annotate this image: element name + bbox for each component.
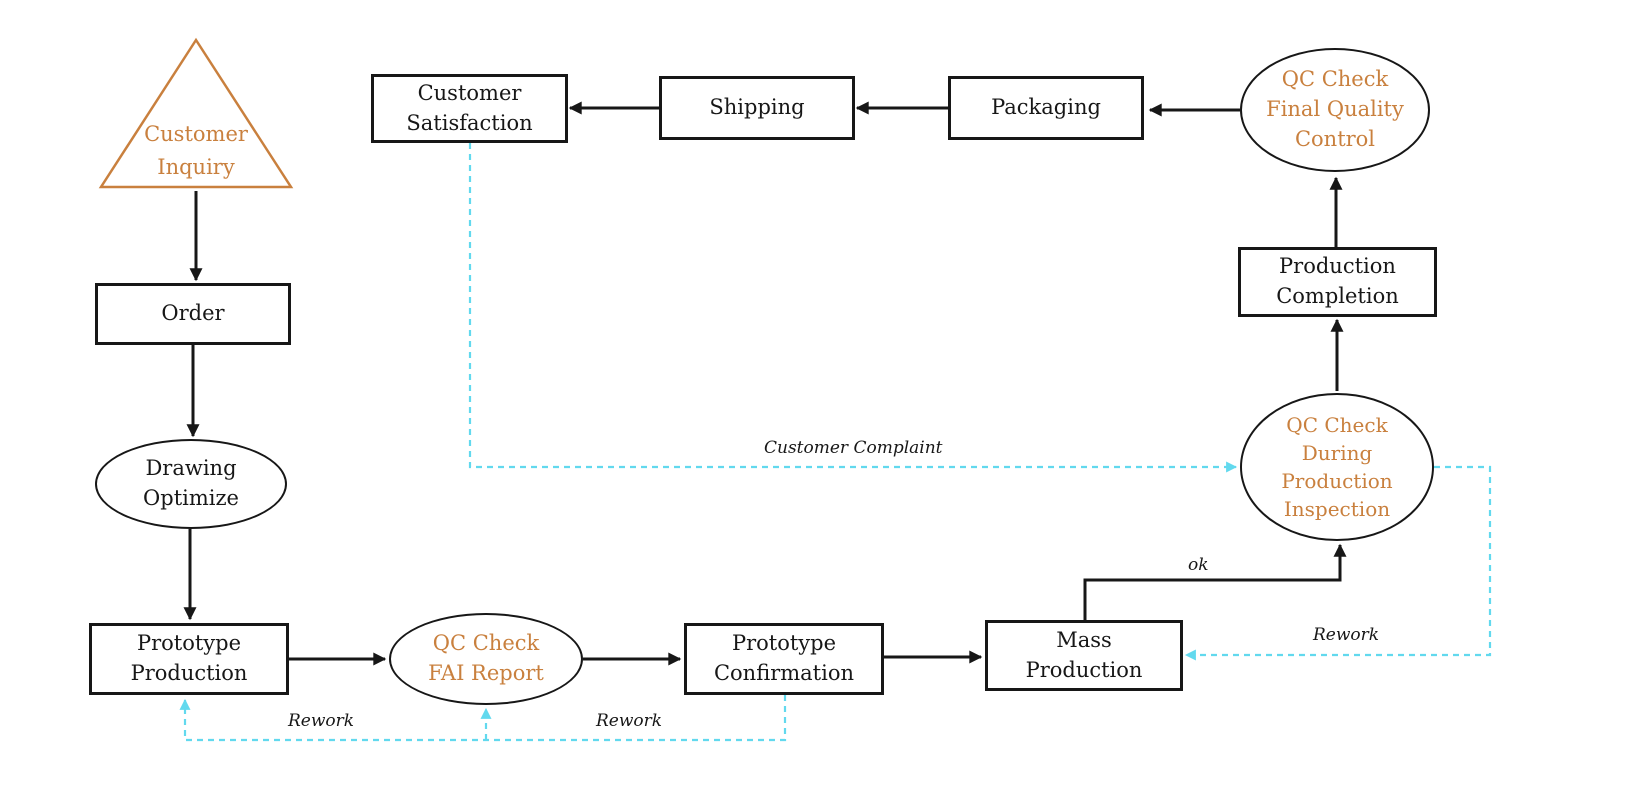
edge-label-customer-complaint: Customer Complaint (764, 438, 943, 458)
node-prototype-production-label: Prototype Production (130, 631, 248, 685)
node-order-label: Order (161, 301, 225, 326)
edge-label-ok: ok (1188, 555, 1209, 575)
node-packaging: Packaging (948, 76, 1144, 140)
node-qc-check-fai-report-label: QC Check FAI Report (428, 631, 544, 685)
edge-label-rework-prototype-production: Rework (288, 711, 355, 731)
node-mass-production: Mass Production (985, 620, 1183, 691)
node-qc-check-during-production-inspection-label: QC Check During Production Inspection (1281, 413, 1393, 521)
node-drawing-optimize: Drawing Optimize (95, 439, 287, 529)
node-qc-check-final-quality-control: QC Check Final Quality Control (1240, 48, 1430, 172)
node-qc-check-fai-report: QC Check FAI Report (389, 613, 583, 705)
node-drawing-optimize-label: Drawing Optimize (143, 456, 239, 510)
node-prototype-confirmation: Prototype Confirmation (684, 623, 884, 695)
node-prototype-production: Prototype Production (89, 623, 289, 695)
customer-inquiry-triangle (98, 37, 294, 189)
node-qc-check-during-production-inspection: QC Check During Production Inspection (1240, 393, 1434, 541)
edge-mass-production-to-qc-during (1083, 543, 1347, 620)
node-customer-inquiry-label: Customer Inquiry (144, 122, 248, 179)
node-shipping: Shipping (659, 76, 855, 140)
edge-label-rework-mass-production: Rework (1313, 625, 1380, 645)
node-qc-check-final-quality-control-label: QC Check Final Quality Control (1266, 67, 1404, 151)
node-prototype-confirmation-label: Prototype Confirmation (713, 631, 855, 685)
edge-customer-complaint-to-qc-during (468, 143, 1238, 473)
node-order: Order (95, 283, 291, 345)
node-shipping-label: Shipping (709, 95, 805, 120)
node-production-completion: Production Completion (1238, 247, 1437, 317)
node-customer-satisfaction: Customer Satisfaction (371, 74, 568, 143)
node-production-completion-label: Production Completion (1276, 254, 1399, 308)
edge-label-rework-qc-fai: Rework (596, 711, 663, 731)
edge-qc-during-rework-to-mass-production (1184, 465, 1492, 661)
node-packaging-label: Packaging (991, 95, 1101, 120)
node-mass-production-label: Mass Production (1025, 627, 1143, 682)
node-customer-satisfaction-label: Customer Satisfaction (406, 80, 533, 135)
